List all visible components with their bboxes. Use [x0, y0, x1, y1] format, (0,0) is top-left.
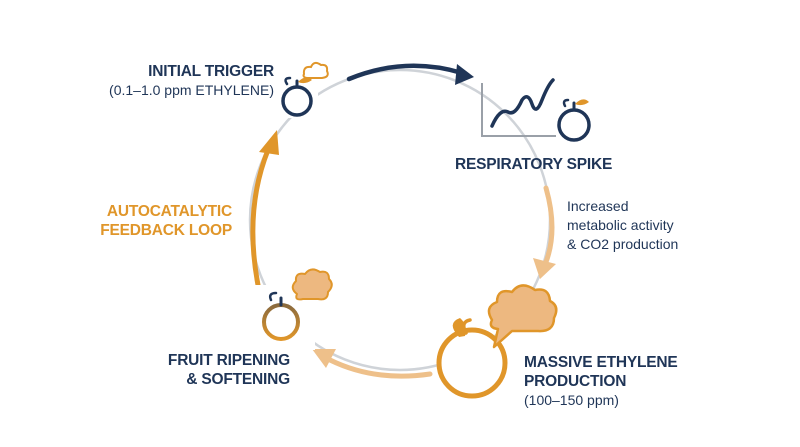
arrow-trigger-to-spike [346, 63, 474, 85]
initial-trigger-title: INITIAL TRIGGER [148, 63, 274, 80]
respiration-note-line-2: metabolic activity [567, 217, 674, 233]
respiration-note-line-3: & CO2 production [567, 236, 679, 252]
respiration-graph-with-fruit-icon [481, 78, 591, 142]
feedback-loop-title-line-2: FEEDBACK LOOP [100, 222, 232, 239]
fruit-ripening-title-line-1: FRUIT RIPENING [167, 352, 290, 369]
massive-ethylene-title-line-2: PRODUCTION [524, 373, 627, 390]
respiratory-spike-label: RESPIRATORY SPIKE [455, 155, 645, 174]
feedback-loop-label: AUTOCATALYTIC FEEDBACK LOOP [60, 202, 232, 240]
ripening-fruit-with-gas-cloud-icon [255, 268, 333, 350]
fruit-ripening-title-line-2: & SOFTENING [186, 371, 290, 388]
fruit-ripening-label: FRUIT RIPENING & SOFTENING [110, 351, 290, 389]
initial-trigger-label: INITIAL TRIGGER (0.1–1.0 ppm ETHYLENE) [90, 62, 274, 100]
massive-ethylene-label: MASSIVE ETHYLENE PRODUCTION (100–150 ppm… [524, 353, 734, 410]
massive-ethylene-title-line-1: MASSIVE ETHYLENE [524, 354, 678, 371]
arrow-feedback-loop [250, 130, 279, 288]
respiration-note: Increased metabolic activity & CO2 produ… [567, 197, 747, 254]
small-fruit-with-gas-puff-icon [280, 61, 329, 118]
initial-trigger-detail: (0.1–1.0 ppm ETHYLENE) [109, 82, 274, 98]
arrow-production-to-ripening [312, 349, 433, 379]
respiration-note-line-1: Increased [567, 198, 629, 214]
feedback-loop-title-line-1: AUTOCATALYTIC [106, 203, 232, 220]
respiratory-spike-title: RESPIRATORY SPIKE [455, 156, 613, 173]
arrow-spike-to-production [533, 185, 556, 279]
large-fruit-with-gas-cloud-icon [436, 284, 558, 399]
massive-ethylene-detail: (100–150 ppm) [524, 392, 619, 408]
